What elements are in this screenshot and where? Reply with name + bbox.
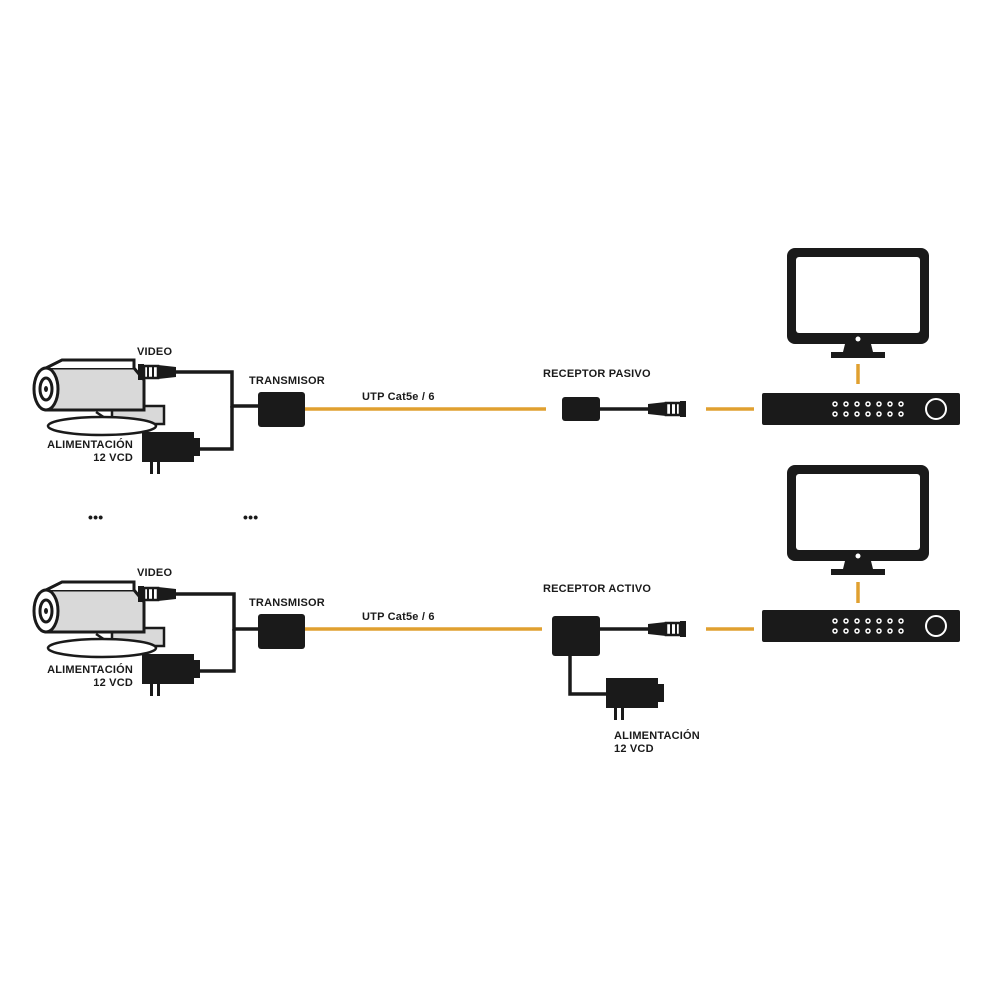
- power-label-voltage: 12 VCD: [93, 452, 133, 464]
- cable-label: UTP Cat5e / 6: [362, 391, 435, 403]
- top-system: VIDEO ALIMENTACIÓN 12 VCD TRANSMISOR UTP…: [32, 248, 961, 474]
- receiver-power-wire: [568, 656, 606, 696]
- bnc-connector-icon: [136, 362, 178, 382]
- transmitter-label: TRANSMISOR: [249, 597, 325, 609]
- power-adapter-icon: [142, 654, 200, 696]
- cable-label: UTP Cat5e / 6: [362, 611, 435, 623]
- monitor-icon: [787, 465, 929, 575]
- bnc-connector-icon: [646, 399, 688, 419]
- ellipsis: •••: [243, 509, 258, 525]
- transmitter-label: TRANSMISOR: [249, 375, 325, 387]
- power-adapter-icon: [606, 678, 664, 720]
- bnc-connector-icon: [646, 619, 688, 639]
- monitor-icon: [787, 248, 929, 358]
- power-label: ALIMENTACIÓN: [47, 663, 133, 676]
- bnc-connector-icon: [136, 584, 178, 604]
- power-label: ALIMENTACIÓN: [47, 438, 133, 451]
- power-wire: [200, 406, 234, 451]
- receiver-icon: [552, 616, 600, 656]
- transmitter-icon: [258, 392, 305, 427]
- receiver-icon: [562, 397, 600, 421]
- dvr-icon: [761, 609, 961, 643]
- receiver-label: RECEPTOR ACTIVO: [543, 583, 651, 595]
- video-label: VIDEO: [137, 567, 172, 579]
- receiver-power-label-voltage: 12 VCD: [614, 743, 654, 755]
- transmitter-icon: [258, 614, 305, 649]
- receiver-label: RECEPTOR PASIVO: [543, 368, 651, 380]
- receiver-power-label: ALIMENTACIÓN: [614, 729, 700, 742]
- video-wire: [176, 370, 262, 408]
- bottom-system: VIDEO ALIMENTACIÓN 12 VCD TRANSMISOR UTP…: [32, 465, 961, 755]
- power-adapter-icon: [142, 432, 200, 474]
- video-wire: [176, 592, 262, 631]
- ellipsis: •••: [88, 509, 103, 525]
- power-label-voltage: 12 VCD: [93, 677, 133, 689]
- video-label: VIDEO: [137, 346, 172, 358]
- power-wire: [200, 629, 236, 673]
- dvr-icon: [761, 392, 961, 426]
